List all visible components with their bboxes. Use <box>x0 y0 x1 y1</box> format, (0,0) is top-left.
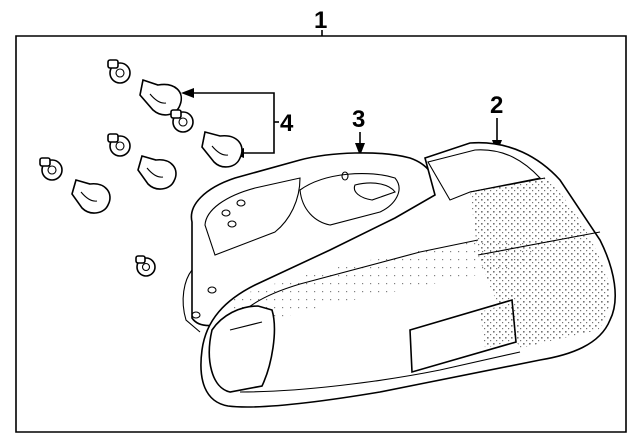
bulb-3 <box>137 155 177 190</box>
assembly-frame <box>15 35 627 433</box>
callout-4-label: 4 <box>280 110 294 137</box>
callout-2-label: 2 <box>490 92 503 119</box>
bulb-socket-3 <box>107 133 131 157</box>
bulb-2 <box>201 131 243 168</box>
callout-3-leader <box>355 132 365 156</box>
bulb-socket-2 <box>170 109 194 133</box>
gasket-housing <box>182 152 438 333</box>
callout-1-label: 1 <box>314 7 327 34</box>
bulb-1 <box>139 78 182 116</box>
bulb-4 <box>71 179 111 214</box>
callout-3-label: 3 <box>352 106 365 133</box>
grommet-socket <box>135 255 156 277</box>
tail-lamp-lens <box>200 141 616 408</box>
bulb-socket-1 <box>107 59 131 84</box>
bulb-socket-4 <box>39 157 63 181</box>
